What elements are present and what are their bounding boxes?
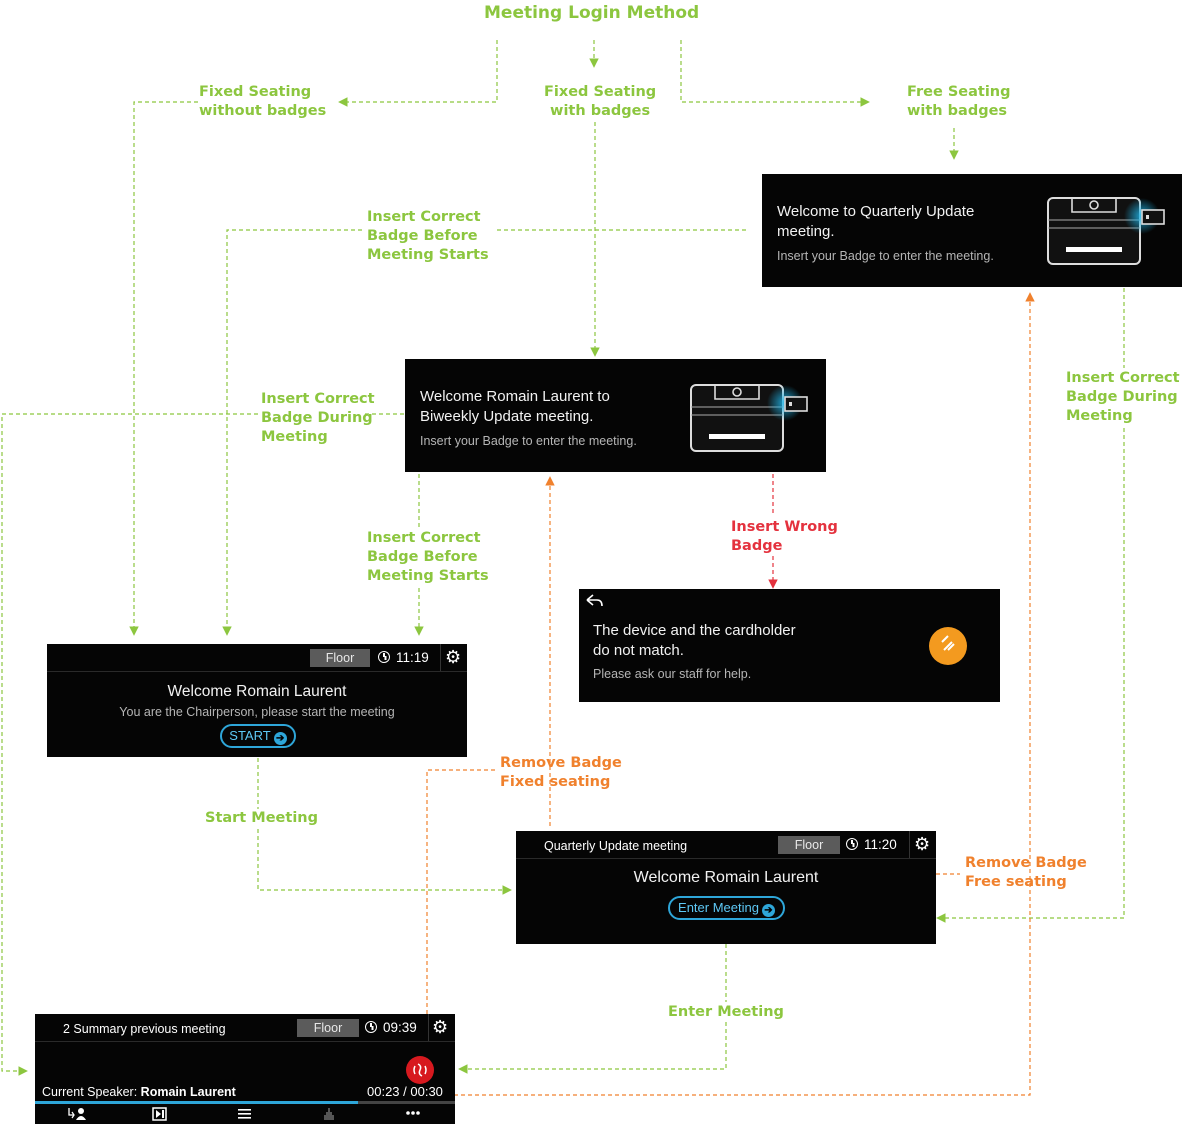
edge-to-fixed-without xyxy=(338,40,498,107)
clock: 11:19 xyxy=(378,649,429,667)
label-insert-during-left: Insert Correct Badge During Meeting xyxy=(261,391,375,445)
screen-subtitle: Insert your Badge to enter the meeting. xyxy=(420,434,637,448)
badge-reader-icon xyxy=(1047,197,1165,265)
enter-label: Enter Meeting xyxy=(678,900,759,915)
edge-to-free-with xyxy=(680,40,870,107)
label-insert-before-mid: Insert Correct Badge Before Meeting Star… xyxy=(367,530,489,584)
screen-title: The device and the cardholder do not mat… xyxy=(593,622,796,659)
screen-quarterly-badge: Welcome to Quarterly Update meeting. Ins… xyxy=(762,174,1182,287)
edge-fixedwithout-to-chair xyxy=(129,101,198,636)
clock: 09:39 xyxy=(365,1019,417,1037)
start-button[interactable]: START➔ xyxy=(220,724,296,748)
divider xyxy=(428,1014,429,1041)
bottom-nav xyxy=(35,1104,455,1124)
chair-message: You are the Chairperson, please start th… xyxy=(119,705,395,719)
request-speak-icon[interactable] xyxy=(67,1107,89,1121)
current-speaker: Current Speaker: Romain Laurent xyxy=(42,1083,236,1101)
top-bar: 2 Summary previous meeting Floor 09:39 ⚙ xyxy=(35,1014,455,1042)
top-bar: Quarterly Update meeting Floor 11:20 ⚙ xyxy=(516,831,936,859)
meeting-name: Quarterly Update meeting xyxy=(544,839,688,853)
label-insert-before-top: Insert Correct Badge Before Meeting Star… xyxy=(367,209,489,263)
gear-icon[interactable]: ⚙ xyxy=(432,1017,449,1037)
back-arrow-icon[interactable] xyxy=(583,592,605,610)
more-icon[interactable] xyxy=(405,1109,421,1117)
branch-fixed-with: Fixed Seating with badges xyxy=(544,84,657,119)
arrow-right-icon: ➔ xyxy=(273,732,287,745)
microphone-icon[interactable] xyxy=(405,1055,435,1085)
gear-icon[interactable]: ⚙ xyxy=(914,834,931,854)
speaking-time: 00:23 / 00:30 xyxy=(367,1084,443,1099)
mismatch-icon xyxy=(929,627,967,665)
branch-free-with: Free Seating with badges xyxy=(907,84,1011,119)
screen-wrong-badge: The device and the cardholder do not mat… xyxy=(579,589,1000,702)
label-enter-meeting: Enter Meeting xyxy=(668,1004,784,1020)
label-remove-free: Remove Badge Free seating xyxy=(965,855,1087,890)
screen-title: Welcome to Quarterly Update meeting. xyxy=(777,203,975,240)
time-text: 11:19 xyxy=(396,650,429,665)
speaking-progress-fill xyxy=(35,1101,359,1104)
time-text: 09:39 xyxy=(383,1020,417,1035)
time-text: 11:20 xyxy=(864,837,897,852)
speaker-name: Romain Laurent xyxy=(140,1085,236,1099)
floor-badge[interactable]: Floor xyxy=(778,836,840,854)
screen-chairperson: Floor 11:19 ⚙ Welcome Romain Laurent You… xyxy=(47,644,467,757)
diagram-title: Meeting Login Method xyxy=(484,3,700,23)
clock: 11:20 xyxy=(846,836,897,854)
branch-fixed-without: Fixed Seating without badges xyxy=(199,84,327,119)
divider xyxy=(909,831,910,858)
floor-badge[interactable]: Floor xyxy=(310,649,370,667)
screen-enter-meeting: Quarterly Update meeting Floor 11:20 ⚙ W… xyxy=(516,831,936,944)
label-insert-during-right: Insert Correct Badge During Meeting xyxy=(1066,370,1180,424)
screen-biweekly-badge: Welcome Romain Laurent to Biweekly Updat… xyxy=(405,359,826,472)
vote-icon[interactable] xyxy=(321,1106,337,1121)
edge-remove-fixed xyxy=(426,769,496,1014)
top-bar: Floor 11:19 ⚙ xyxy=(47,644,467,672)
enter-meeting-button[interactable]: Enter Meeting➔ xyxy=(668,896,785,920)
clock-icon xyxy=(365,1021,377,1033)
agenda-item: 2 Summary previous meeting xyxy=(63,1022,226,1036)
floor-badge[interactable]: Floor xyxy=(297,1019,359,1037)
label-insert-wrong: Insert Wrong Badge xyxy=(731,519,838,554)
screen-subtitle: Insert your Badge to enter the meeting. xyxy=(777,249,994,263)
screen-in-meeting: 2 Summary previous meeting Floor 09:39 ⚙… xyxy=(35,1014,455,1124)
next-agenda-icon[interactable] xyxy=(152,1107,168,1121)
screen-title: Welcome Romain Laurent to Biweekly Updat… xyxy=(420,388,610,425)
welcome-text: Welcome Romain Laurent xyxy=(167,683,347,700)
divider xyxy=(440,644,441,671)
label-start-meeting: Start Meeting xyxy=(205,810,318,826)
welcome-text: Welcome Romain Laurent xyxy=(633,869,819,886)
speaker-label: Current Speaker: xyxy=(42,1085,141,1099)
start-label: START xyxy=(229,728,271,743)
agenda-list-icon[interactable] xyxy=(237,1107,253,1121)
speaking-progress-track xyxy=(35,1101,455,1104)
arrow-right-icon: ➔ xyxy=(761,904,775,917)
badge-reader-icon xyxy=(690,384,808,452)
gear-icon[interactable]: ⚙ xyxy=(445,647,462,667)
label-remove-fixed: Remove Badge Fixed seating xyxy=(500,755,622,790)
clock-icon xyxy=(378,651,390,663)
screen-subtitle: Please ask our staff for help. xyxy=(593,667,752,681)
clock-icon xyxy=(846,838,858,850)
